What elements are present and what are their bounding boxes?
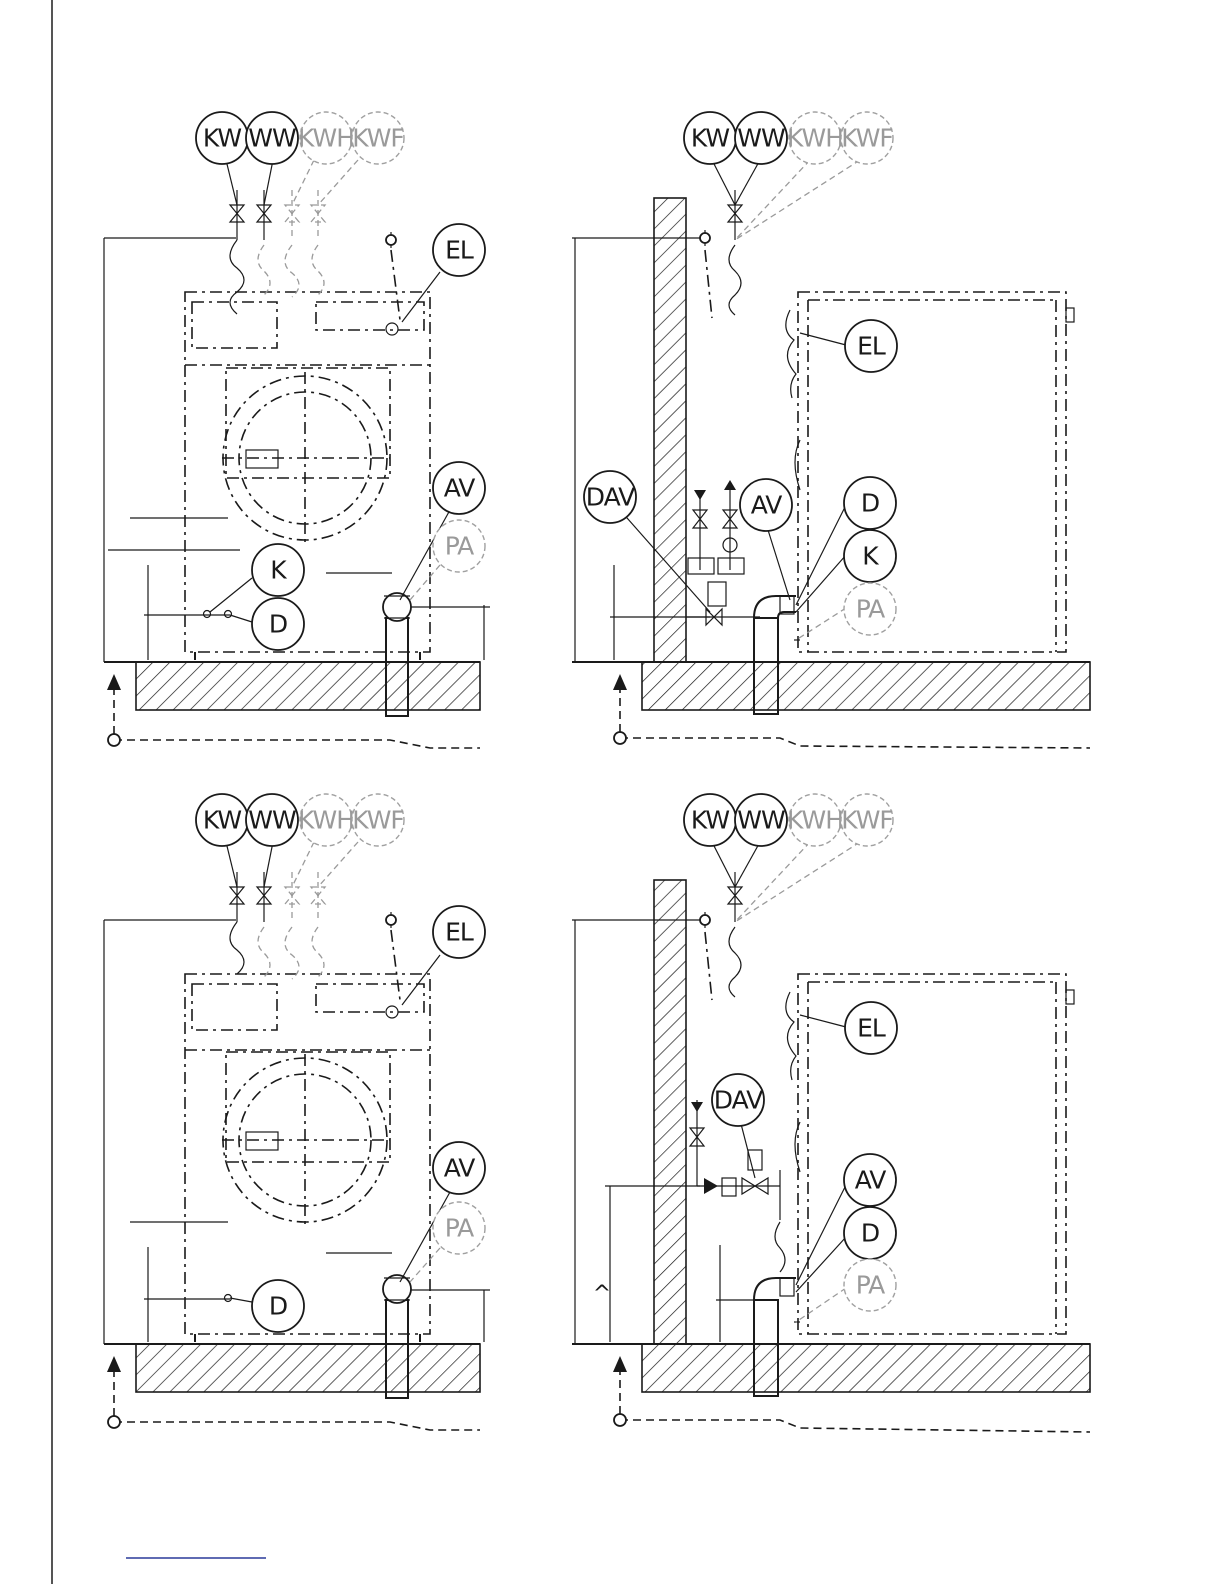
height-marker: ^	[593, 1282, 611, 1307]
label-kw: KW	[691, 806, 730, 835]
label-pa: PA	[856, 1271, 885, 1300]
side-view-upper: KW WW KWH KWF EL DAV AV D K PA	[572, 112, 1090, 748]
label-av: AV	[855, 1166, 887, 1195]
floor-section	[136, 662, 480, 710]
label-pa: PA	[856, 595, 885, 624]
label-kwh: KWH	[787, 806, 843, 835]
label-ww: WW	[737, 124, 785, 153]
wall-section	[654, 880, 686, 1344]
label-el: EL	[445, 918, 474, 947]
label-kw: KW	[691, 124, 730, 153]
front-view-lower: KW WW KWH KWF EL AV PA D	[104, 794, 490, 1430]
floor-section	[136, 1344, 480, 1392]
floor-section	[642, 1344, 1090, 1392]
control-panel-right	[316, 302, 424, 330]
wall-section	[654, 198, 686, 662]
label-d: D	[861, 489, 879, 518]
label-av: AV	[444, 1154, 476, 1183]
label-dav: DAV	[714, 1086, 763, 1115]
label-kwf: KWF	[841, 806, 893, 835]
label-el: EL	[857, 1014, 886, 1043]
control-panel-left	[192, 302, 277, 348]
label-ww: WW	[248, 124, 296, 153]
label-kwf: KWF	[352, 806, 404, 835]
label-av: AV	[444, 474, 476, 503]
label-pa: PA	[445, 1214, 474, 1243]
label-pa: PA	[445, 532, 474, 561]
label-kwh: KWH	[298, 124, 354, 153]
front-view-upper: KW WW KWH KWF EL AV PA K D	[104, 112, 490, 748]
label-dav: DAV	[586, 483, 635, 512]
label-ww: WW	[248, 806, 296, 835]
label-kwf: KWF	[841, 124, 893, 153]
floor-section	[642, 662, 1090, 710]
label-kw: KW	[203, 124, 242, 153]
label-d: D	[269, 1292, 287, 1321]
label-k: K	[270, 556, 287, 585]
label-d: D	[269, 610, 287, 639]
label-ww: WW	[737, 806, 785, 835]
label-d: D	[861, 1219, 879, 1248]
label-kwh: KWH	[787, 124, 843, 153]
side-view-lower: ^	[572, 794, 1090, 1432]
label-el: EL	[857, 332, 886, 361]
label-k: K	[862, 542, 879, 571]
label-el: EL	[445, 236, 474, 265]
label-av: AV	[751, 491, 783, 520]
washer-body-side	[798, 974, 1066, 1334]
label-kw: KW	[203, 806, 242, 835]
label-kwh: KWH	[298, 806, 354, 835]
label-kwf: KWF	[352, 124, 404, 153]
washer-body-side	[798, 292, 1066, 652]
control-panel-left	[192, 984, 277, 1030]
